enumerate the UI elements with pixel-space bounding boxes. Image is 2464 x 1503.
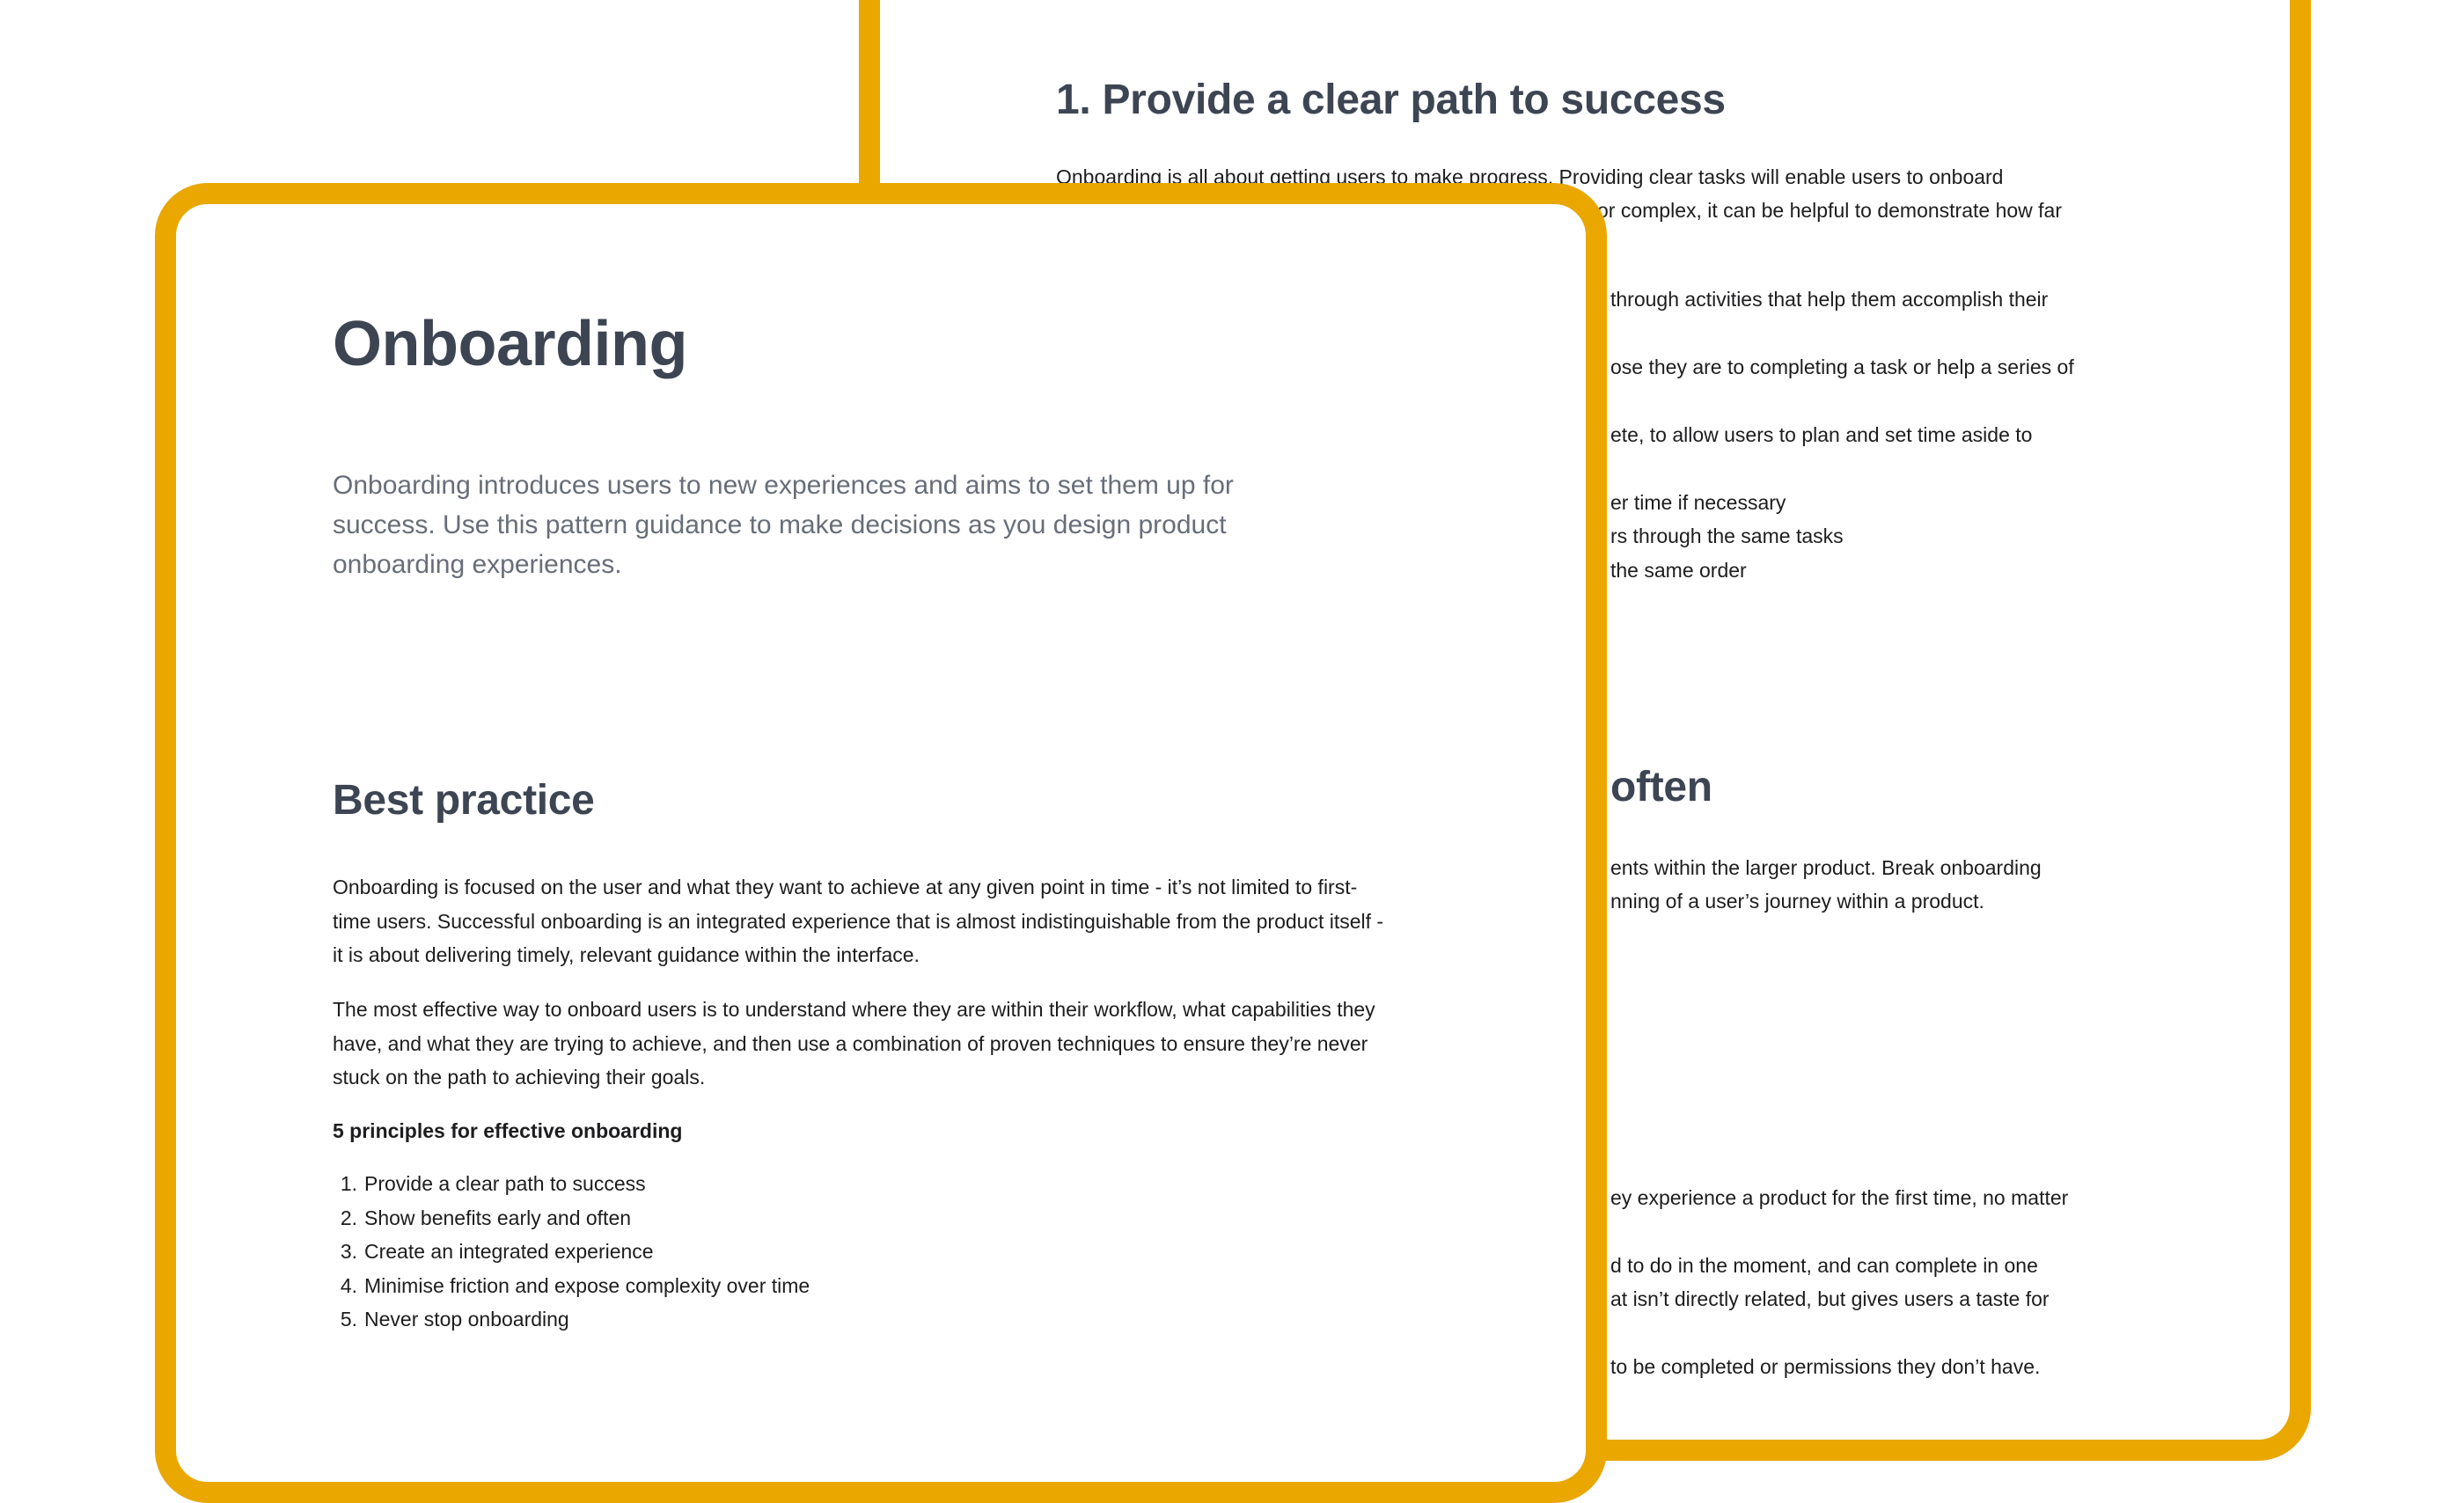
section3-line-3: at isn’t directly related, but gives use…: [1610, 1287, 2050, 1310]
section2-line-2: nning of a user’s journey within a produ…: [1610, 890, 1984, 913]
list-item-text: Create an integrated experience: [364, 1240, 654, 1263]
list-item-text: Never stop onboarding: [364, 1308, 569, 1331]
list-item: 5. Never stop onboarding: [333, 1302, 810, 1337]
page-title: Onboarding: [333, 309, 687, 379]
section2-line-1: ents within the larger product. Break on…: [1610, 856, 2042, 879]
list-item-text: Show benefits early and often: [364, 1206, 632, 1229]
list-item: 2. Show benefits early and often: [333, 1201, 810, 1235]
section1-line-8: the same order: [1610, 559, 1747, 582]
section3-line-2: d to do in the moment, and can complete …: [1610, 1254, 2038, 1277]
list-item-number: 1.: [340, 1172, 357, 1195]
list-item: 3. Create an integrated experience: [333, 1235, 810, 1269]
list-item: 4. Minimise friction and expose complexit…: [333, 1269, 810, 1303]
intro-text: Onboarding introduces users to new exper…: [333, 471, 1234, 579]
section1-line-2: or complex, it can be helpful to demonst…: [1597, 199, 2063, 222]
section3-line-1: ey experience a product for the first ti…: [1610, 1186, 2069, 1209]
list-item-number: 4.: [340, 1273, 357, 1297]
front-document-card: Onboarding Onboarding introduces users t…: [155, 183, 1607, 1503]
best-practice-paragraph-2: The most effective way to onboard users …: [333, 998, 1375, 1089]
list-item-text: Provide a clear path to success: [364, 1172, 646, 1195]
section1-line-5: ete, to allow users to plan and set time…: [1610, 423, 2033, 446]
section1-line-4: ose they are to completing a task or hel…: [1610, 356, 2074, 378]
section1-line-6: er time if necessary: [1610, 491, 1786, 514]
section1-line-7: rs through the same tasks: [1610, 524, 1844, 547]
section1-line-3: through activities that help them accomp…: [1610, 288, 2049, 311]
principles-list: 1. Provide a clear path to success 2. Show…: [333, 1167, 810, 1337]
list-item-number: 5.: [340, 1308, 357, 1331]
list-item-text: Minimise friction and expose complexity …: [364, 1273, 810, 1297]
section3-line-4: to be completed or permissions they don’…: [1610, 1355, 2041, 1378]
best-practice-heading: Best practice: [333, 777, 595, 824]
section-heading-clear-path: 1. Provide a clear path to success: [1056, 77, 1726, 123]
list-item: 1. Provide a clear path to success: [333, 1167, 810, 1201]
principles-label: 5 principles for effective onboarding: [333, 1119, 683, 1142]
list-item-number: 2.: [340, 1206, 357, 1229]
list-item-number: 3.: [340, 1240, 357, 1263]
section-heading-benefits: often: [1610, 764, 1712, 810]
best-practice-paragraph-1: Onboarding is focused on the user and wh…: [333, 876, 1384, 966]
